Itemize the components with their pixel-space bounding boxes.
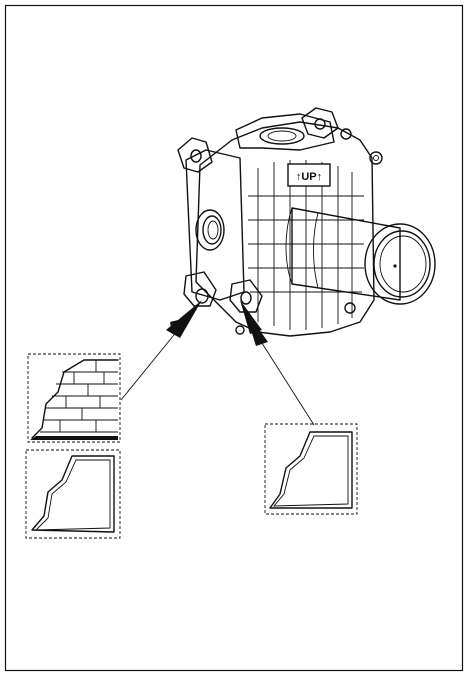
brick-wall-detail-icon	[27, 353, 121, 443]
mounting-ear-bottom-center	[229, 279, 263, 313]
up-label-box	[287, 163, 331, 187]
side-inlet-port	[195, 209, 225, 251]
page-border	[4, 4, 464, 672]
ribbed-plate-grid	[248, 160, 364, 330]
outlet-sleeve	[285, 207, 436, 305]
mixer-body: ↑UP↑	[177, 107, 436, 337]
arrow-icon	[120, 300, 202, 401]
plaster-edge-detail-icon	[25, 449, 121, 539]
mounting-ear-bottom-left	[183, 271, 217, 307]
up-label: ↑UP↑	[296, 171, 322, 183]
mounting-ear-top-right	[301, 107, 383, 165]
arrow-icon	[240, 300, 315, 426]
mounting-ear-top-left	[177, 137, 213, 173]
plaster-edge-detail-icon	[264, 423, 358, 515]
